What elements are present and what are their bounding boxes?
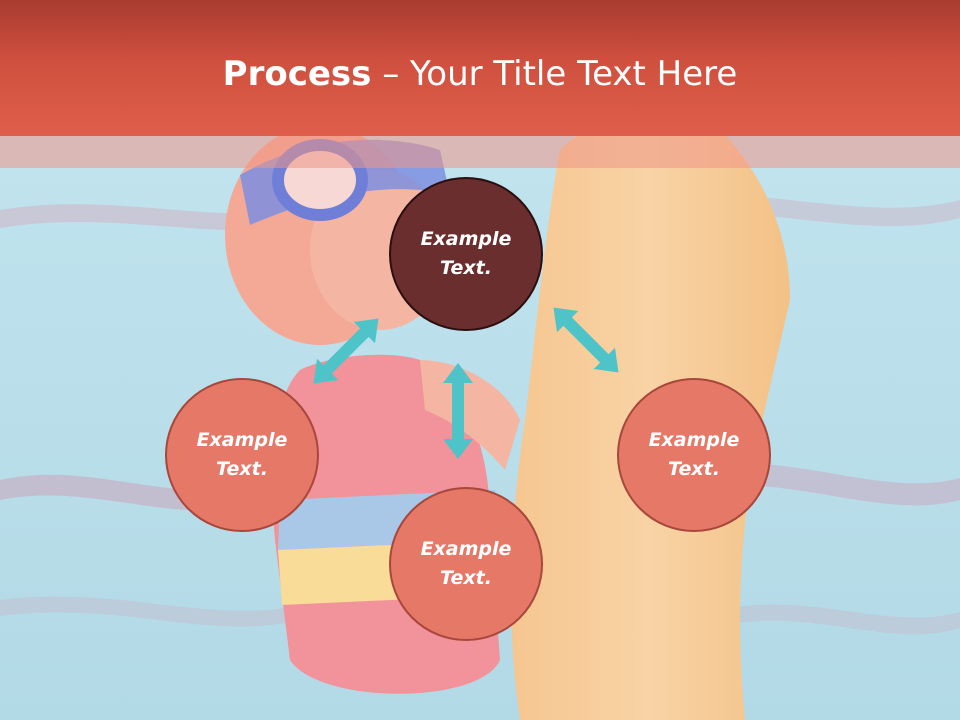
water-ripple [720,604,960,635]
double-arrow-icon [553,307,619,373]
node-label-line: Text. [216,458,268,480]
node-label-line: Example [648,429,740,451]
process-node-left[interactable]: Example Text. [165,378,319,532]
water-ripple [0,596,300,627]
node-label: Example Text. [197,426,288,484]
node-label-line: Example [420,228,512,250]
title-bar-fade [0,136,960,168]
title-keyword: Process [222,54,372,94]
node-label: Example Text. [421,535,512,593]
node-label-line: Text. [440,567,492,589]
slide-title[interactable]: Process – Your Title Text Here [0,50,960,98]
title-separator: – [371,54,411,94]
title-bar [0,0,960,136]
swimmer-arm [420,360,520,470]
title-text: Your Title Text Here [410,54,738,94]
process-node-bottom[interactable]: Example Text. [389,487,543,641]
double-arrow-icon [443,363,473,459]
process-node-top[interactable]: Example Text. [389,177,543,331]
node-label-line: Text. [668,458,720,480]
node-label-line: Text. [440,257,492,279]
double-arrow-icon [313,318,379,384]
node-label: Example Text. [421,225,512,283]
node-label-line: Example [420,538,512,560]
node-label: Example Text. [649,426,740,484]
node-label-line: Example [196,429,288,451]
process-node-right[interactable]: Example Text. [617,378,771,532]
